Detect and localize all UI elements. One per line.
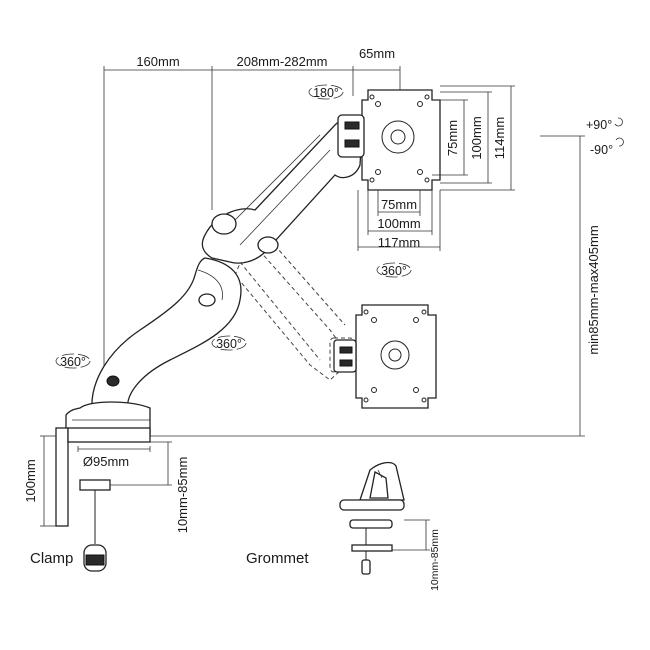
rotation-base-badge: 360° (55, 353, 91, 369)
top-plate-hinge (337, 114, 365, 158)
clamp-thickness-label: 10mm-85mm (175, 457, 190, 534)
reach-160-label: 160mm (136, 54, 179, 69)
rotation-180-badge: 180° (308, 84, 344, 100)
rotation-180-label: 180° (313, 86, 339, 100)
grommet-mount (339, 461, 405, 575)
vesa-h-100-label: 100mm (377, 216, 420, 231)
grommet-label: Grommet (246, 550, 309, 567)
rotation-joint-label: 360° (216, 337, 242, 351)
plate-width-label: 117mm (378, 235, 420, 250)
height-range-dimension (104, 135, 585, 437)
grommet-thickness-label: 10mm-85mm (429, 529, 441, 591)
tilt-down-label: -90° (590, 143, 613, 157)
clamp-side-view (55, 427, 151, 572)
vesa-plate-lower (355, 304, 437, 409)
plate-horizontal-dims (357, 190, 441, 251)
reach-208-282-label: 208mm-282mm (236, 54, 327, 69)
rotation-joint-badge: 360° (211, 335, 247, 351)
base-diameter-label: Ø95mm (83, 454, 129, 469)
tilt-indicator: +90° -90° (586, 117, 624, 157)
plate-offset-label: 65mm (359, 46, 395, 61)
plate-vertical-dims (432, 85, 515, 191)
vesa-v-100-label: 100mm (469, 116, 484, 159)
clamp-label: Clamp (30, 550, 73, 567)
rotation-base-label: 360° (60, 355, 86, 369)
vesa-plate-top (361, 89, 441, 191)
height-range-label: min85mm-max405mm (586, 225, 601, 354)
plate-height-label: 114mm (492, 117, 507, 159)
rotation-plate-label: 360° (381, 264, 407, 278)
rotation-plate-badge: 360° (376, 262, 412, 278)
arm-lower-segment (91, 257, 242, 411)
arm-upper-segment (201, 118, 363, 264)
tilt-up-label: +90° (586, 118, 612, 132)
clamp-height-label: 100mm (23, 459, 38, 502)
vesa-v-75-label: 75mm (445, 120, 460, 156)
vesa-h-75-label: 75mm (381, 197, 417, 212)
grommet-dimensions (392, 519, 430, 551)
lower-plate-hinge (333, 339, 357, 373)
clamp-dimensions (40, 435, 172, 527)
